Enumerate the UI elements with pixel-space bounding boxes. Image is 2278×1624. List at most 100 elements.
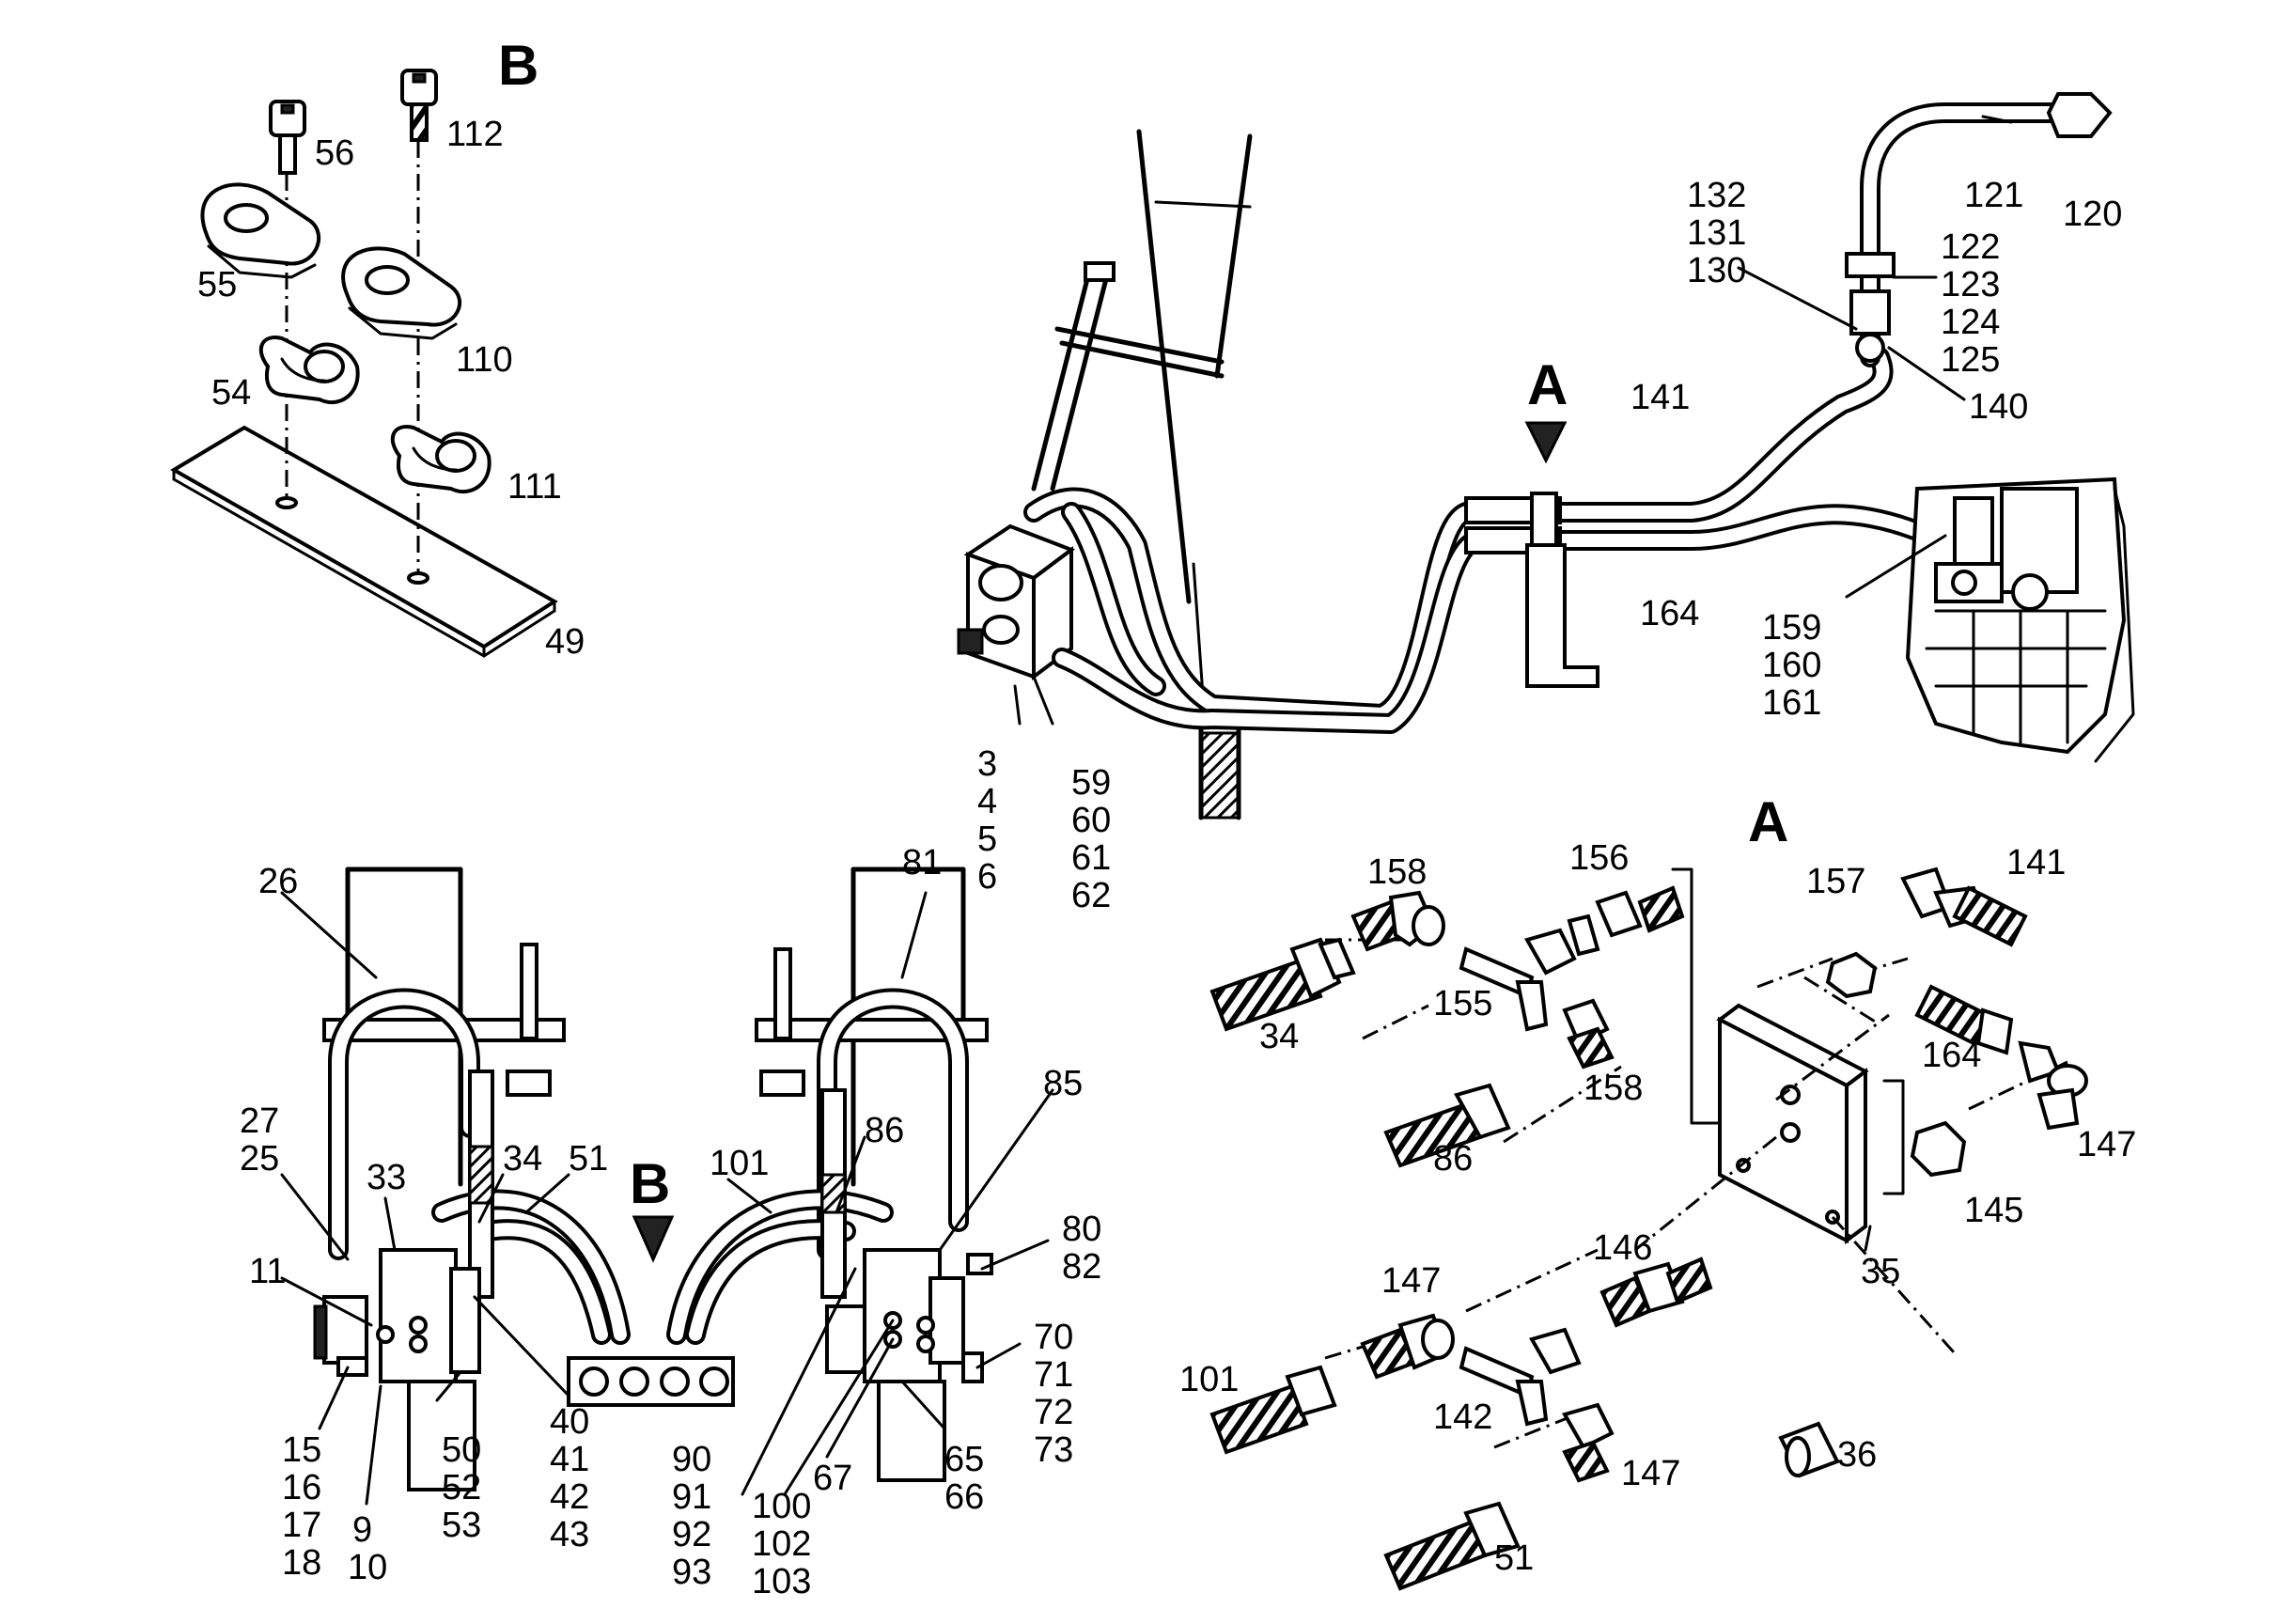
- callout: 155: [1433, 984, 1492, 1023]
- callout: 42: [550, 1477, 589, 1517]
- clamp-half-55: [200, 182, 321, 279]
- clamp-half-111: [390, 425, 491, 494]
- callout: 121: [1964, 176, 2023, 215]
- callout: 18: [282, 1543, 321, 1583]
- callout: 25: [240, 1139, 279, 1179]
- detail-b-title: B: [498, 34, 538, 97]
- callout: 51: [1494, 1538, 1534, 1578]
- callout: 60: [1071, 801, 1111, 840]
- valve-block-main: [957, 523, 1076, 680]
- callout: 66: [944, 1477, 984, 1517]
- elbow-nut-120: [2046, 92, 2113, 138]
- screw-112: [400, 69, 438, 142]
- callout: 50: [442, 1430, 481, 1470]
- hose-end-141: [1900, 867, 2028, 947]
- callout: 158: [1584, 1069, 1643, 1108]
- callout: 101: [1179, 1360, 1239, 1399]
- detail-a: [1209, 867, 2088, 1591]
- callout: 3: [977, 744, 997, 784]
- callout: 159: [1762, 608, 1821, 648]
- callout: 70: [1034, 1318, 1073, 1357]
- elbow-158-bottom: [1562, 998, 1615, 1070]
- callout: 147: [2077, 1125, 2136, 1164]
- callout: 132: [1687, 176, 1746, 215]
- callout: 34: [503, 1139, 542, 1179]
- callout: 93: [672, 1553, 711, 1592]
- callout: 120: [2063, 195, 2122, 234]
- callout: 35: [1861, 1252, 1900, 1291]
- pump-assembly: [280, 867, 1054, 1506]
- clamp-half-110: [341, 246, 462, 340]
- callout: 161: [1762, 683, 1821, 723]
- callout: 56: [315, 133, 354, 173]
- callout: 85: [1043, 1064, 1083, 1103]
- hose-end-101: [1209, 1365, 1337, 1455]
- callout: 130: [1687, 251, 1746, 290]
- callout: 73: [1034, 1430, 1073, 1470]
- callout: 160: [1762, 646, 1821, 685]
- hose-end-86: [1383, 1083, 1511, 1168]
- callout: 52: [442, 1468, 481, 1507]
- callout: 111: [507, 467, 562, 507]
- callout: 157: [1806, 862, 1865, 901]
- callout: 33: [367, 1158, 406, 1197]
- callout: 164: [1640, 594, 1699, 633]
- callout: 61: [1071, 838, 1111, 878]
- pump-right: [825, 1248, 993, 1482]
- marker-a-arrow: [1524, 421, 1568, 464]
- post-base: [1199, 731, 1240, 820]
- tee-155: [1459, 914, 1600, 1032]
- callout: 91: [672, 1477, 711, 1517]
- callout: 62: [1071, 876, 1111, 915]
- callout: 81: [902, 843, 942, 882]
- callout: 71: [1034, 1355, 1073, 1395]
- hose-end-34: [1209, 937, 1356, 1032]
- callout: 145: [1964, 1191, 2023, 1230]
- callout: 147: [1621, 1454, 1680, 1493]
- marker-b-label: B: [630, 1152, 670, 1215]
- marker-b-arrow: [632, 1215, 675, 1263]
- callout: 26: [258, 862, 298, 901]
- callout: 80: [1062, 1210, 1101, 1249]
- tee-142: [1459, 1327, 1582, 1427]
- engine-block: [1905, 476, 2135, 763]
- union-156: [1595, 885, 1685, 938]
- manifold-block: [567, 1356, 735, 1407]
- callout: 125: [1941, 340, 2000, 380]
- screw-36: [1778, 1421, 1840, 1478]
- callout: 40: [550, 1402, 589, 1442]
- callout: 34: [1259, 1017, 1299, 1056]
- callout: 86: [865, 1111, 904, 1150]
- callout: 110: [456, 340, 513, 380]
- callout: 101: [710, 1144, 769, 1183]
- callout: 36: [1837, 1435, 1877, 1475]
- callout: 86: [1433, 1139, 1473, 1179]
- callout: 55: [197, 265, 237, 304]
- pump-left: [313, 1248, 481, 1491]
- detail-b: [170, 69, 558, 658]
- callout: 53: [442, 1506, 481, 1545]
- callout: 9: [352, 1510, 372, 1550]
- callout: 67: [813, 1459, 852, 1498]
- callout: 43: [550, 1515, 589, 1554]
- callout: 147: [1381, 1261, 1441, 1301]
- callout: 5: [977, 820, 997, 859]
- callout: 16: [282, 1468, 321, 1507]
- callout: 27: [240, 1101, 279, 1141]
- nut-157: [1825, 951, 1878, 999]
- callout: 100: [752, 1487, 811, 1526]
- elbow-147-bottom: [1561, 1402, 1615, 1483]
- screw-56: [269, 100, 306, 175]
- callout: 41: [550, 1440, 589, 1479]
- hose-end-51: [1383, 1501, 1521, 1591]
- union-146: [1599, 1257, 1713, 1328]
- hose-end-164: [1914, 984, 2014, 1055]
- callout: 141: [1630, 378, 1690, 417]
- callout: 59: [1071, 763, 1111, 803]
- callout: 141: [2006, 843, 2066, 882]
- callout: 140: [1969, 387, 2028, 427]
- callout: 10: [348, 1548, 387, 1587]
- callout: 65: [944, 1440, 984, 1479]
- callout-labels: 56 112 55 110 54 111 49 132 131 130 121 …: [197, 115, 2136, 1601]
